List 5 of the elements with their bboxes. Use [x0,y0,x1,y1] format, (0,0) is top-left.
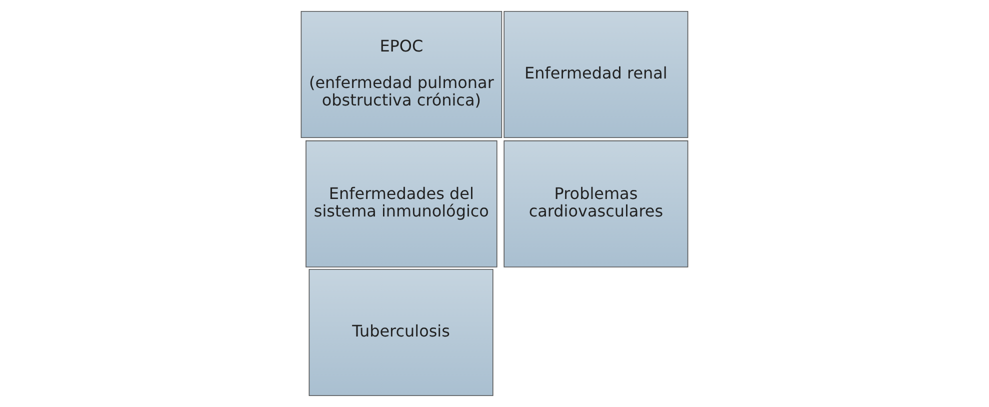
node-box: Enfermedad renal [504,11,688,138]
node-box: Tuberculosis [308,269,494,396]
node-box: Problemas cardiovasculares [504,140,688,268]
node-box: Enfermedades del sistema inmunológico [306,140,498,268]
node-box: EPOC (enfermedad pulmonar obstructiva crónica) [300,11,502,138]
